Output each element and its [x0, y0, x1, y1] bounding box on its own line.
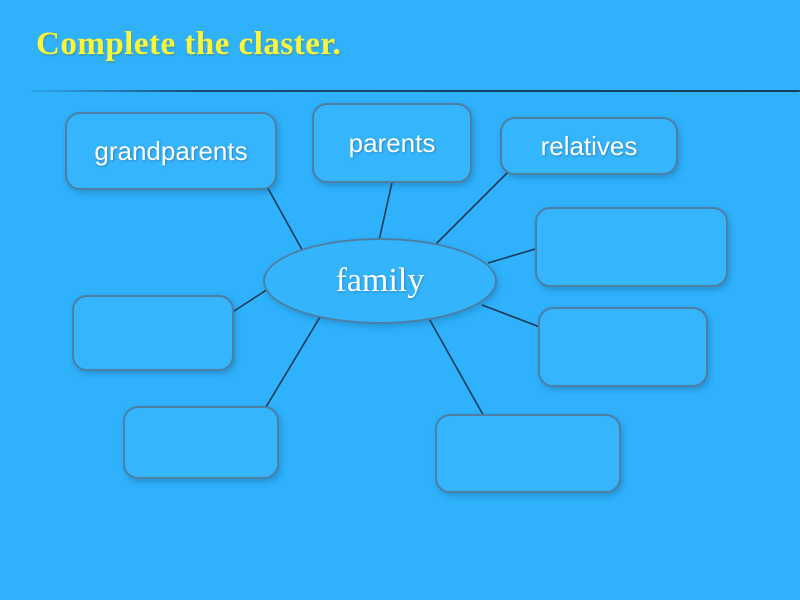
node-empty-right-top[interactable] [535, 207, 728, 287]
connector-right-bottom [481, 304, 546, 330]
connector-left [227, 288, 269, 316]
node-parents-label: parents [348, 127, 436, 158]
connector-bottom-center [426, 314, 487, 421]
connector-parents [377, 177, 394, 246]
node-grandparents-label: grandparents [94, 135, 248, 166]
node-grandparents: grandparents [65, 112, 277, 190]
family-ellipse: family [263, 238, 497, 324]
connector-grandparents [264, 182, 306, 256]
node-empty-bottom-left[interactable] [123, 406, 279, 479]
connector-right-top [487, 246, 543, 264]
connector-relatives [433, 171, 509, 247]
node-relatives: relatives [500, 117, 678, 175]
slide-title: Complete the claster. [36, 26, 342, 62]
node-empty-right-bottom[interactable] [538, 307, 708, 387]
node-empty-bottom-center[interactable] [435, 414, 621, 493]
title-divider-line [30, 90, 800, 92]
connector-bottom-left [262, 316, 321, 413]
family-ellipse-label: family [335, 262, 425, 299]
node-empty-left[interactable] [72, 295, 234, 371]
node-relatives-label: relatives [540, 130, 638, 161]
node-parents: parents [312, 103, 472, 183]
